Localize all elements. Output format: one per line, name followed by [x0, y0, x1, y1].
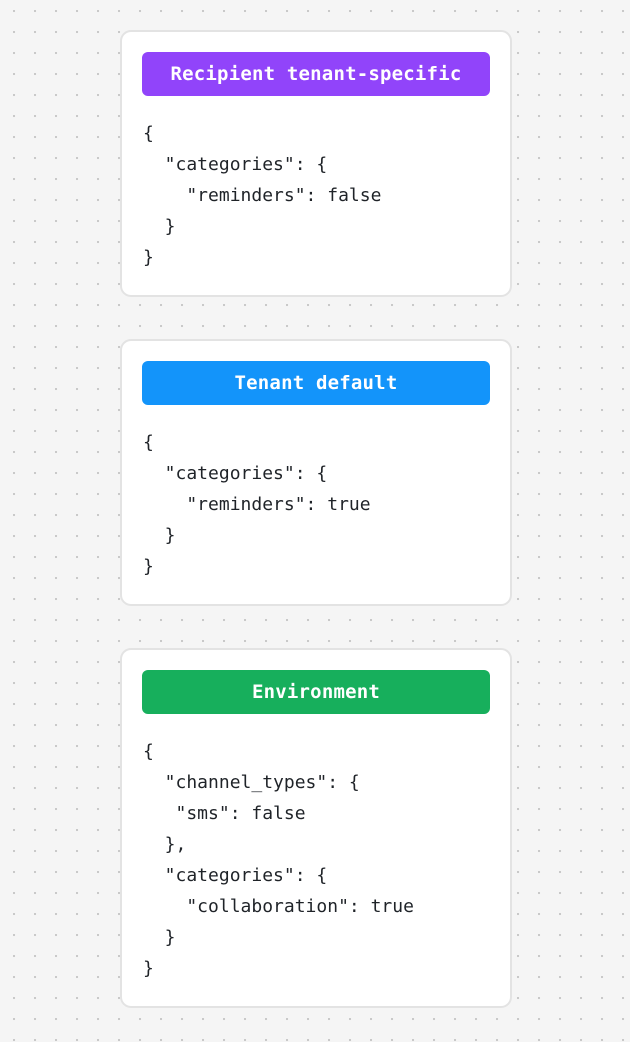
card-body-environment: { "channel_types": { "sms": false }, "ca…: [143, 741, 414, 979]
card-environment: Environment { "channel_types": { "sms": …: [120, 648, 512, 1008]
card-header-recipient-tenant-specific: Recipient tenant-specific: [142, 52, 490, 96]
card-header-environment: Environment: [142, 670, 490, 714]
card-body-recipient-tenant-specific: { "categories": { "reminders": false } }: [143, 123, 382, 268]
card-recipient-tenant-specific: Recipient tenant-specific { "categories"…: [120, 30, 512, 297]
card-header-tenant-default: Tenant default: [142, 361, 490, 405]
card-body-tenant-default: { "categories": { "reminders": true } }: [143, 432, 371, 577]
card-tenant-default: Tenant default { "categories": { "remind…: [120, 339, 512, 606]
